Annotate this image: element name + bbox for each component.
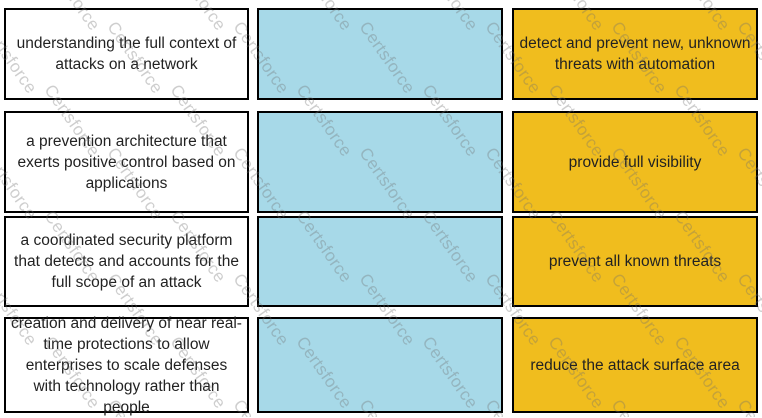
drop-slot-4[interactable]	[257, 317, 503, 413]
answer-box-3[interactable]: prevent all known threats	[512, 216, 758, 307]
drop-slot-1[interactable]	[257, 8, 503, 100]
answer-box-1[interactable]: detect and prevent new, unknown threats …	[512, 8, 758, 100]
statement-box-2: a prevention architecture that exerts po…	[4, 111, 249, 213]
statement-box-1: understanding the full context of attack…	[4, 8, 249, 100]
answer-box-2[interactable]: provide full visibility	[512, 111, 758, 213]
drop-slot-3[interactable]	[257, 216, 503, 307]
statement-box-4: creation and delivery of near real-time …	[4, 315, 249, 416]
answer-box-4[interactable]: reduce the attack surface area	[512, 317, 758, 413]
statement-box-3: a coordinated security platform that det…	[4, 216, 249, 307]
drop-slot-2[interactable]	[257, 111, 503, 213]
